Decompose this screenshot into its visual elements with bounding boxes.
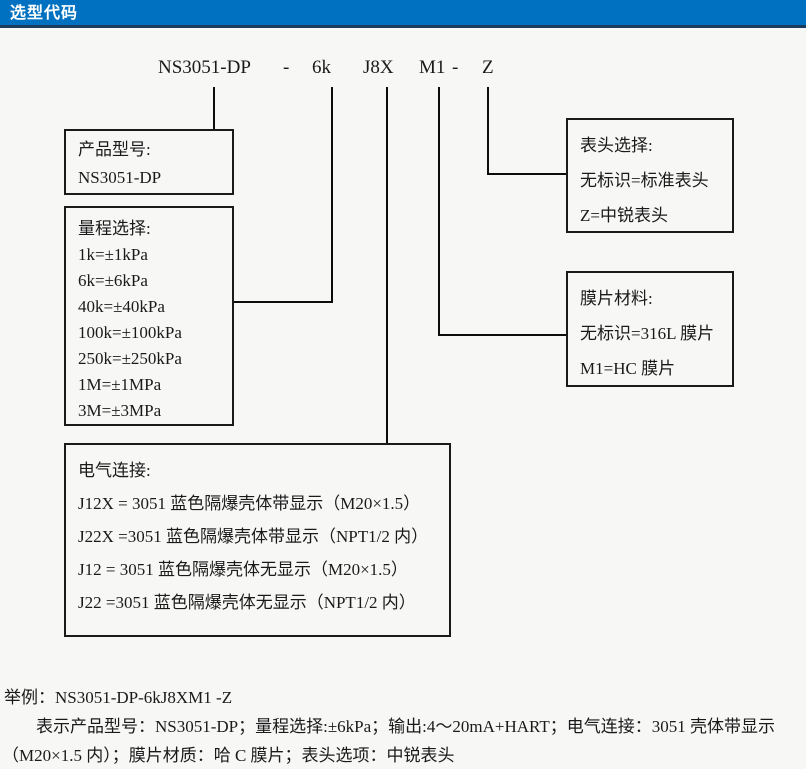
electrical-connection-box: 电气连接: J12X = 3051 蓝色隔爆壳体带显示（M20×1.5） J22… [64, 443, 451, 637]
electrical-option: J12X = 3051 蓝色隔爆壳体带显示（M20×1.5） [78, 494, 421, 513]
code-segment-range: 6k [312, 57, 331, 78]
example-description-line: 表示产品型号：NS3051-DP；量程选择:±6kPa；输出:4～20mA+HA… [36, 717, 775, 736]
connector-display-vertical [487, 87, 489, 175]
code-segment-dash-1: - [283, 57, 290, 78]
electrical-title: 电气连接: [78, 461, 151, 480]
connector-diaphragm-horizontal [438, 334, 568, 336]
code-segment-diaphragm: M1 [419, 57, 446, 78]
range-option: 6k=±6kPa [78, 271, 148, 290]
diaphragm-option: 无标识=316L 膜片 [580, 324, 715, 343]
example-description-line: （M20×1.5 内）；膜片材质：哈 C 膜片；表头选项：中锐表头 [2, 746, 455, 765]
range-option: 1M=±1MPa [78, 375, 162, 394]
product-model-title: 产品型号: [78, 140, 151, 159]
connector-product-vertical [213, 87, 215, 129]
diaphragm-title: 膜片材料: [580, 289, 653, 308]
range-selection-box: 量程选择: 1k=±1kPa 6k=±6kPa 40k=±40kPa 100k=… [64, 206, 234, 426]
code-segment-electrical: J8X [363, 57, 394, 78]
range-option: 250k=±250kPa [78, 349, 182, 368]
example-code-line: 举例：NS3051-DP-6kJ8XM1 -Z [4, 688, 233, 707]
connector-display-horizontal [487, 173, 568, 175]
range-option: 40k=±40kPa [78, 297, 165, 316]
range-title: 量程选择: [78, 219, 151, 238]
range-option: 100k=±100kPa [78, 323, 182, 342]
connector-diaphragm-vertical [438, 87, 440, 336]
code-segment-display: Z [482, 57, 494, 78]
electrical-option: J22 =3051 蓝色隔爆壳体无显示（NPT1/2 内） [78, 593, 416, 612]
display-head-box: 表头选择: 无标识=标准表头 Z=中锐表头 [566, 118, 734, 233]
connector-electrical-vertical [386, 87, 388, 443]
section-title: 选型代码 [10, 5, 79, 22]
product-model-value: NS3051-DP [78, 168, 162, 187]
section-header-bar: 选型代码 [0, 0, 806, 28]
range-option: 3M=±3MPa [78, 401, 162, 420]
electrical-option: J22X =3051 蓝色隔爆壳体带显示（NPT1/2 内） [78, 527, 429, 546]
code-segment-model: NS3051-DP [158, 57, 251, 78]
display-head-title: 表头选择: [580, 136, 653, 155]
range-option: 1k=±1kPa [78, 245, 148, 264]
code-segment-dash-2: - [452, 57, 459, 78]
connector-range-horizontal [234, 301, 333, 303]
product-model-box: 产品型号: NS3051-DP [64, 129, 234, 195]
display-head-option: Z=中锐表头 [580, 206, 668, 225]
diaphragm-option: M1=HC 膜片 [580, 359, 676, 378]
diaphragm-material-box: 膜片材料: 无标识=316L 膜片 M1=HC 膜片 [566, 271, 734, 387]
connector-range-vertical [331, 87, 333, 303]
display-head-option: 无标识=标准表头 [580, 171, 709, 190]
electrical-option: J12 = 3051 蓝色隔爆壳体无显示（M20×1.5） [78, 560, 408, 579]
